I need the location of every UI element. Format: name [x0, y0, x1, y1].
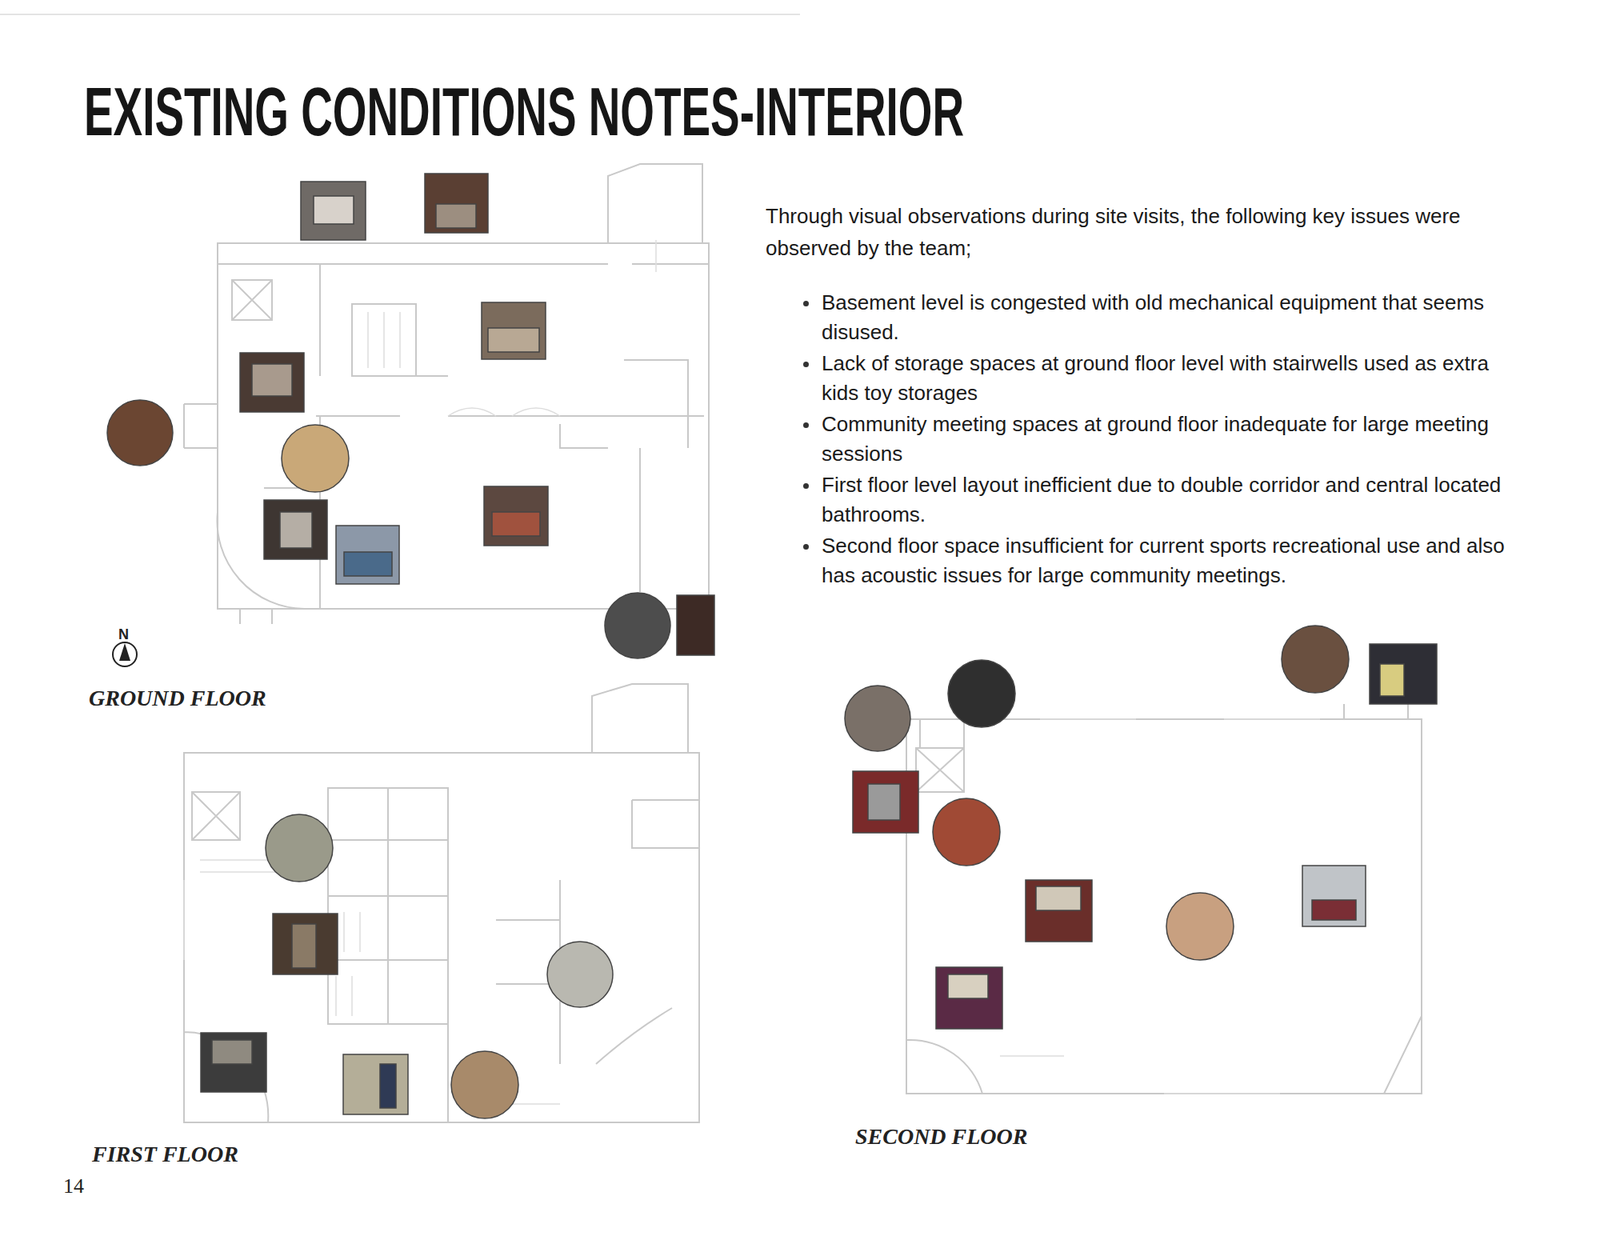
site-photo [948, 660, 1016, 728]
bullet-dot [803, 422, 809, 428]
scan-edge [0, 13, 800, 16]
bullet-note: Second floor space insufficient for curr… [821, 531, 1526, 591]
bullet-note: Lack of storage spaces at ground floor l… [821, 348, 1526, 408]
site-photo [292, 924, 316, 968]
site-photo [344, 552, 392, 576]
site-photo [281, 424, 349, 492]
site-photo [932, 798, 1000, 866]
site-photo [272, 913, 338, 975]
floor-title: SECOND FLOOR [855, 1124, 1028, 1150]
bullet-dot [803, 544, 809, 550]
bullet-dot [803, 361, 809, 368]
page-title: EXISTING CONDITIONS NOTES-INTERIOR [84, 76, 964, 146]
site-photo [948, 974, 988, 999]
intro-paragraph: Through visual observations during site … [765, 200, 1534, 264]
site-photo [1369, 644, 1437, 704]
wall-lines [906, 704, 1422, 1094]
site-photo [1312, 900, 1356, 920]
site-photo [492, 512, 540, 536]
site-photo [488, 328, 540, 352]
site-photo [436, 204, 476, 228]
site-photo [264, 500, 328, 560]
site-photo [547, 941, 613, 1008]
site-photo [313, 196, 354, 224]
site-photo [380, 1064, 396, 1108]
bullet-note: Basement level is congested with old mec… [821, 288, 1526, 348]
site-photo [868, 784, 900, 820]
site-photo [484, 486, 548, 546]
page-number: 14 [63, 1176, 84, 1197]
site-photo [107, 173, 715, 659]
bullet-note: First floor level layout inefficient due… [821, 470, 1526, 530]
bullet-dot [803, 483, 809, 489]
site-photo [852, 771, 919, 833]
wall-lines [1000, 719, 1320, 1094]
site-photo [1380, 664, 1404, 696]
bullet-dot [803, 300, 809, 307]
site-photo [1025, 880, 1092, 942]
wall-lines [184, 164, 709, 624]
wall-lines [184, 684, 700, 1123]
floor-title: FIRST FLOOR [92, 1142, 239, 1168]
site-photo [336, 525, 400, 584]
site-photo [451, 1051, 519, 1119]
bullet-note: Community meeting spaces at ground floor… [821, 409, 1526, 469]
wall-lines [368, 240, 656, 416]
site-photo [1281, 625, 1349, 693]
site-photo [107, 400, 173, 466]
site-photo [265, 814, 333, 882]
site-photo [240, 352, 304, 412]
site-photo [343, 1054, 408, 1115]
site-photo [200, 814, 613, 1119]
site-photo [1166, 892, 1234, 960]
site-photo [481, 302, 546, 360]
site-photo [280, 512, 312, 548]
site-photo [936, 967, 1003, 1029]
site-photo [1036, 886, 1081, 911]
site-photo [424, 173, 488, 233]
site-photo [844, 625, 1437, 1029]
north-arrow [112, 642, 137, 667]
site-photo [844, 685, 911, 752]
site-photo [676, 595, 715, 656]
site-photo [200, 1032, 267, 1092]
site-photo [252, 364, 292, 396]
floor-title: GROUND FLOOR [88, 686, 267, 712]
site-photo [604, 592, 671, 659]
site-photo [212, 1040, 252, 1064]
site-photo [300, 181, 366, 240]
north-arrow [119, 643, 131, 661]
site-photo [1302, 865, 1366, 927]
north-letter: N [118, 627, 129, 642]
